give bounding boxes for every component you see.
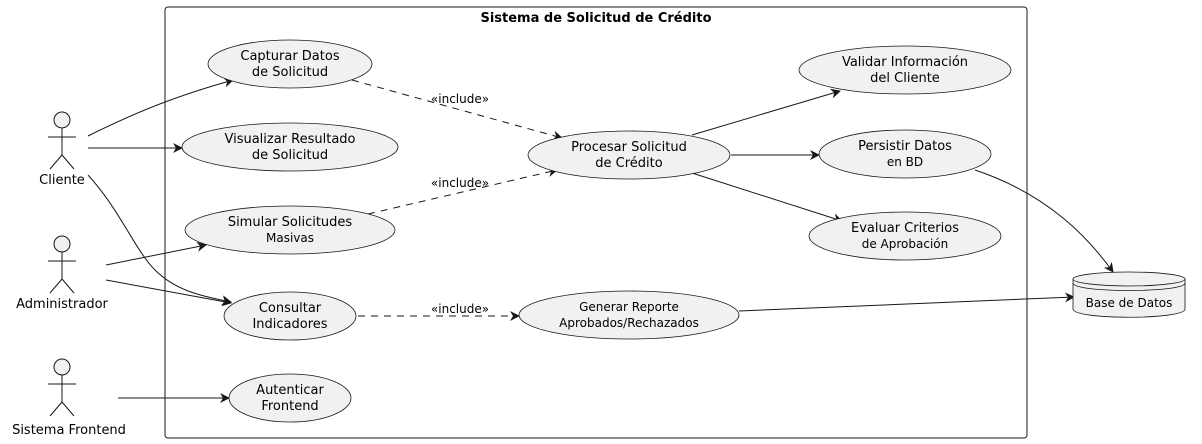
usecase-label: Validar Información [842,55,968,70]
usecase-label: Simular Solicitudes [228,215,353,230]
usecase-autenticar[interactable]: Autenticar Frontend [228,373,352,423]
actor-sistema-frontend[interactable]: Sistema Frontend [12,358,126,438]
usecase-label: Capturar Datos [240,49,339,64]
usecase-simular[interactable]: Simular Solicitudes Masivas [184,205,396,255]
include-label-3: «include» [431,302,489,316]
usecase-label: Consultar [259,301,322,316]
usecase-label: Evaluar Criterios [851,221,959,236]
usecase-label: de Solicitud [252,148,328,163]
include-simular-procesar [367,167,558,215]
edge-procesar-validar [691,88,841,136]
actor-label: Sistema Frontend [12,423,126,438]
usecase-label: de Aprobación [862,237,949,251]
usecase-label: de Crédito [595,156,662,171]
usecase-label: Generar Reporte [579,300,679,314]
stick-figure-icon [48,235,76,294]
usecase-label: Visualizar Resultado [224,132,355,147]
usecase-visualizar[interactable]: Visualizar Resultado de Solicitud [181,122,399,172]
database-base-de-datos[interactable]: Base de Datos [1072,271,1186,318]
usecase-generar[interactable]: Generar Reporte Aprobados/Rechazados [518,290,740,340]
actor-label: Administrador [16,297,108,312]
usecase-label: Procesar Solicitud [571,140,687,155]
actor-label: Cliente [39,173,85,188]
database-icon [1072,271,1186,318]
include-capturar-procesar [351,79,563,141]
edge-persistir-db [974,169,1114,273]
usecase-label: del Cliente [870,71,940,86]
edge-cliente-consultar [87,174,232,306]
actor-cliente[interactable]: Cliente [39,111,85,188]
usecase-label: Autenticar [256,383,324,398]
usecase-label: Masivas [266,231,314,245]
usecase-capturar[interactable]: Capturar Datos de Solicitud [207,39,373,89]
usecase-label: Frontend [261,399,318,414]
actor-administrador[interactable]: Administrador [16,235,109,312]
edge-procesar-evaluar [691,172,843,224]
usecase-consultar[interactable]: Consultar Indicadores [223,291,357,341]
system-title: Sistema de Solicitud de Crédito [480,11,711,26]
database-label: Base de Datos [1086,296,1173,310]
usecase-label: de Solicitud [252,65,328,80]
usecase-label: en BD [887,155,923,169]
usecase-evaluar[interactable]: Evaluar Criterios de Aprobación [808,211,1002,261]
usecase-procesar[interactable]: Procesar Solicitud de Crédito [527,130,731,180]
usecase-label: Indicadores [252,317,327,332]
associations [87,77,1114,403]
include-label-1: «include» [431,92,489,106]
edge-cliente-capturar [87,77,234,137]
usecase-persistir[interactable]: Persistir Datos en BD [818,129,992,179]
system-boundary: Sistema de Solicitud de Crédito [164,6,1028,439]
usecase-label: Persistir Datos [858,139,952,154]
stick-figure-icon [48,358,76,417]
stick-figure-icon [48,111,76,170]
usecase-label: Aprobados/Rechazados [559,316,699,330]
edge-admin-consultar [105,279,232,307]
edge-admin-simular [105,241,207,266]
edge-generar-db [738,292,1075,312]
usecase-validar[interactable]: Validar Información del Cliente [798,45,1012,95]
include-label-2: «include» [431,176,489,190]
